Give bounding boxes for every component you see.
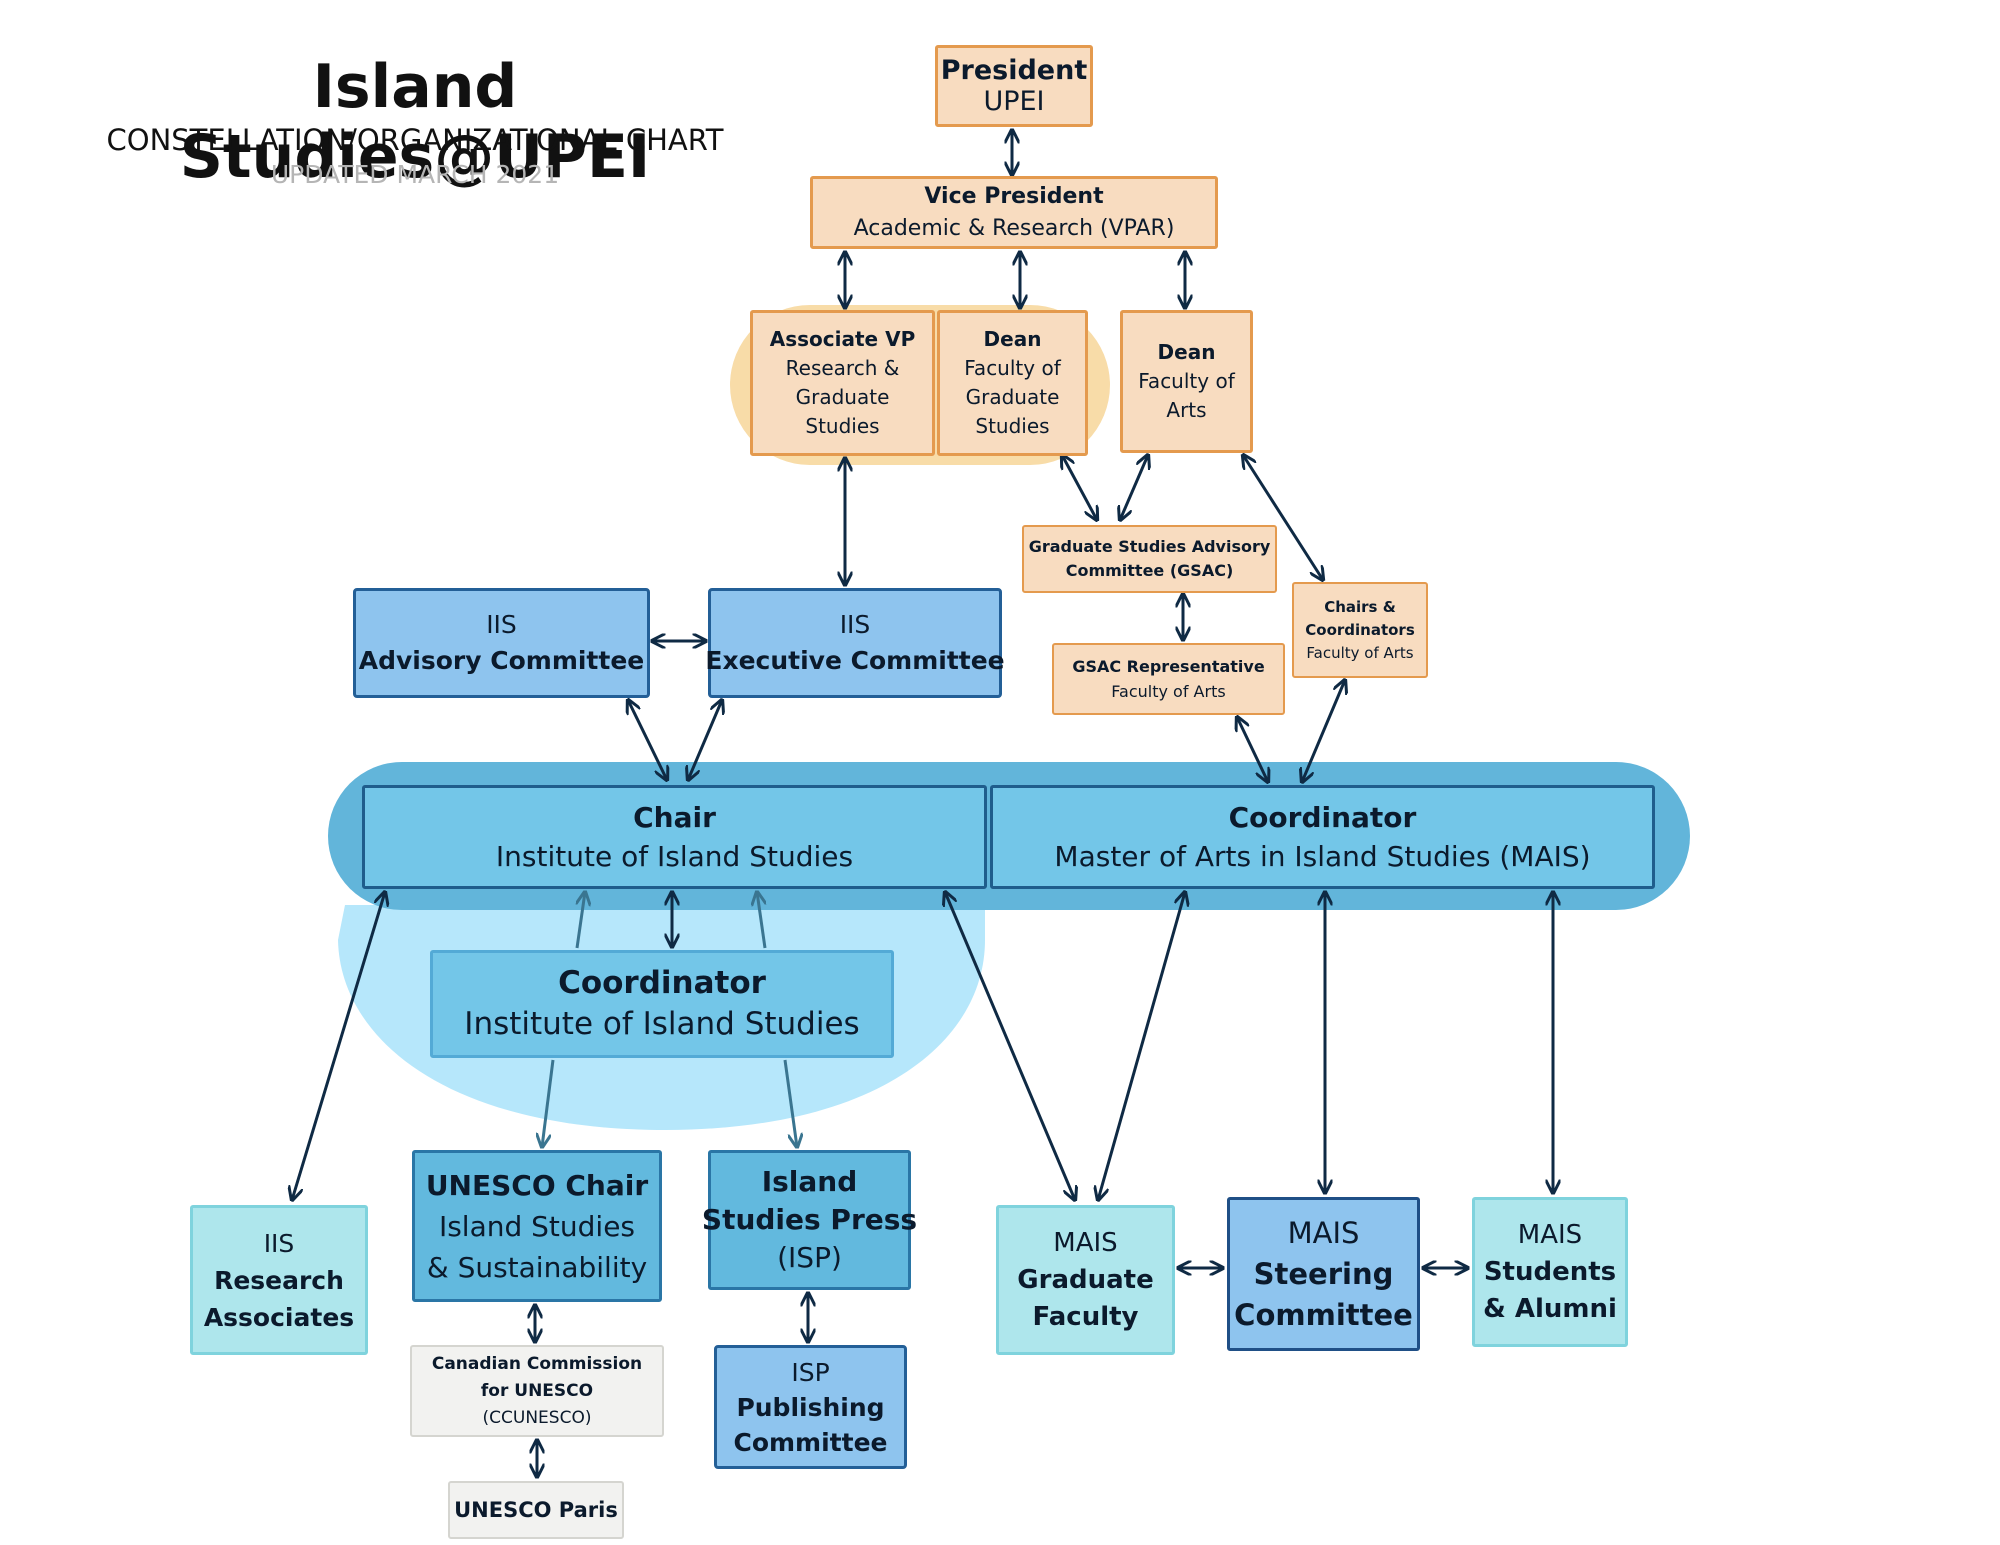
node-chair-iis-line2: Institute of Island Studies (495, 840, 854, 873)
node-ccunesco-line2: for UNESCO (480, 1380, 594, 1401)
node-unesco-chair: UNESCO Chair Island Studies & Sustainabi… (412, 1150, 662, 1302)
node-ccunesco: Canadian Commission for UNESCO (CCUNESCO… (410, 1345, 664, 1437)
node-chairs-coordinators-line1: Chairs & (1324, 597, 1396, 616)
node-mais-students-alumni-line3: & Alumni (1483, 1293, 1617, 1324)
node-gsac-representative: GSAC Representative Faculty of Arts (1052, 643, 1285, 715)
node-iis-advisory-committee: IIS Advisory Committee (353, 588, 650, 698)
node-mais-graduate-faculty: MAIS Graduate Faculty (996, 1205, 1175, 1355)
node-dean-graduate-line2: Faculty of (964, 356, 1061, 380)
node-president-line1: President (940, 55, 1088, 86)
node-coordinator-mais-line2: Master of Arts in Island Studies (MAIS) (1054, 840, 1591, 873)
node-mais-students-alumni-line1: MAIS (1517, 1219, 1583, 1250)
node-chair-iis-line1: Chair (633, 801, 716, 834)
node-dean-graduate: Dean Faculty of Graduate Studies (937, 310, 1088, 456)
node-dean-arts-line3: Arts (1166, 398, 1207, 422)
node-dean-arts: Dean Faculty of Arts (1120, 310, 1253, 453)
page-subtitle: CONSTELLATION/ORGANIZATIONAL CHART (106, 123, 724, 157)
node-coordinator-mais: Coordinator Master of Arts in Island Stu… (990, 785, 1655, 889)
node-island-studies-press: Island Studies Press (ISP) (702, 1150, 917, 1290)
node-associate-vp-line3: Graduate (795, 385, 890, 409)
node-gsac-representative-line1: GSAC Representative (1072, 657, 1265, 676)
node-vpar: Vice President Academic & Research (VPAR… (810, 176, 1218, 249)
node-gsac-line2: Committee (GSAC) (1065, 561, 1234, 580)
node-mais-steering-committee-line1: MAIS (1287, 1215, 1360, 1250)
node-iis-executive-committee-line1: IIS (839, 610, 871, 639)
node-associate-vp-line2: Research & (785, 356, 900, 380)
node-isp-publishing-committee-line1: ISP (791, 1357, 830, 1387)
node-mais-steering-committee-line2: Steering (1253, 1256, 1394, 1291)
node-isp-publishing-committee: ISP Publishing Committee (714, 1345, 907, 1469)
node-dean-arts-line1: Dean (1157, 340, 1216, 364)
node-chairs-coordinators-line2: Coordinators (1305, 620, 1415, 639)
node-unesco-chair-line3: & Sustainability (426, 1250, 648, 1284)
node-chairs-coordinators: Chairs & Coordinators Faculty of Arts (1292, 582, 1428, 678)
node-dean-graduate-line4: Studies (975, 414, 1050, 438)
node-island-studies-press-line2: Studies Press (701, 1203, 918, 1236)
node-island-studies-press-line3: (ISP) (777, 1241, 842, 1274)
node-iis-advisory-committee-line1: IIS (486, 610, 517, 639)
node-ccunesco-line3: (CCUNESCO) (482, 1407, 592, 1428)
node-dean-graduate-line1: Dean (983, 327, 1042, 351)
node-chair-iis: Chair Institute of Island Studies (362, 785, 987, 889)
node-unesco-paris: UNESCO Paris (448, 1481, 624, 1539)
node-coordinator-mais-line1: Coordinator (1228, 801, 1417, 834)
node-associate-vp: Associate VP Research & Graduate Studies (750, 310, 935, 456)
node-associate-vp-line1: Associate VP (769, 327, 916, 351)
node-iis-research-associates-line3: Associates (203, 1302, 355, 1332)
node-iis-executive-committee: IIS Executive Committee (705, 588, 1005, 698)
node-mais-graduate-faculty-line1: MAIS (1053, 1227, 1118, 1258)
node-isp-publishing-committee-line2: Publishing (736, 1392, 885, 1422)
node-mais-steering-committee-line3: Committee (1234, 1297, 1413, 1332)
node-isp-publishing-committee-line3: Committee (733, 1427, 888, 1457)
node-gsac: Graduate Studies Advisory Committee (GSA… (1022, 525, 1277, 593)
node-gsac-line1: Graduate Studies Advisory (1028, 537, 1271, 556)
node-iis-research-associates-line2: Research (214, 1265, 344, 1295)
node-gsac-representative-line2: Faculty of Arts (1111, 682, 1226, 701)
node-coordinator-iis: Coordinator Institute of Island Studies (430, 950, 894, 1058)
node-iis-executive-committee-line2: Executive Committee (705, 646, 1005, 675)
node-iis-research-associates: IIS Research Associates (190, 1205, 368, 1355)
node-coordinator-iis-line1: Coordinator (558, 965, 766, 1001)
node-unesco-paris-line1: UNESCO Paris (454, 1498, 618, 1522)
updated-date: UPDATED MARCH 2021 (270, 160, 560, 189)
node-president: President UPEI (935, 45, 1093, 127)
node-mais-students-alumni: MAIS Students & Alumni (1472, 1197, 1628, 1347)
node-president-line2: UPEI (983, 86, 1045, 117)
node-dean-arts-line2: Faculty of (1138, 369, 1235, 393)
node-vpar-line2: Academic & Research (VPAR) (853, 215, 1175, 241)
node-mais-graduate-faculty-line3: Faculty (1032, 1301, 1139, 1332)
node-mais-steering-committee: MAIS Steering Committee (1227, 1197, 1420, 1351)
page-title: Island Studies@UPEI (179, 52, 651, 192)
node-mais-graduate-faculty-line2: Graduate (1017, 1264, 1154, 1295)
node-iis-research-associates-line1: IIS (263, 1228, 295, 1258)
connectors (292, 130, 1553, 1477)
node-vpar-line1: Vice President (924, 183, 1104, 209)
node-dean-graduate-line3: Graduate (965, 385, 1060, 409)
node-mais-students-alumni-line2: Students (1483, 1256, 1617, 1287)
node-coordinator-iis-line2: Institute of Island Studies (464, 1006, 860, 1042)
node-island-studies-press-line1: Island (761, 1165, 858, 1198)
node-ccunesco-line1: Canadian Commission (431, 1353, 643, 1374)
node-associate-vp-line4: Studies (805, 414, 880, 438)
node-iis-advisory-committee-line2: Advisory Committee (358, 646, 645, 675)
node-unesco-chair-line2: Island Studies (438, 1209, 636, 1243)
node-unesco-chair-line1: UNESCO Chair (425, 1168, 649, 1202)
node-chairs-coordinators-line3: Faculty of Arts (1306, 643, 1414, 662)
